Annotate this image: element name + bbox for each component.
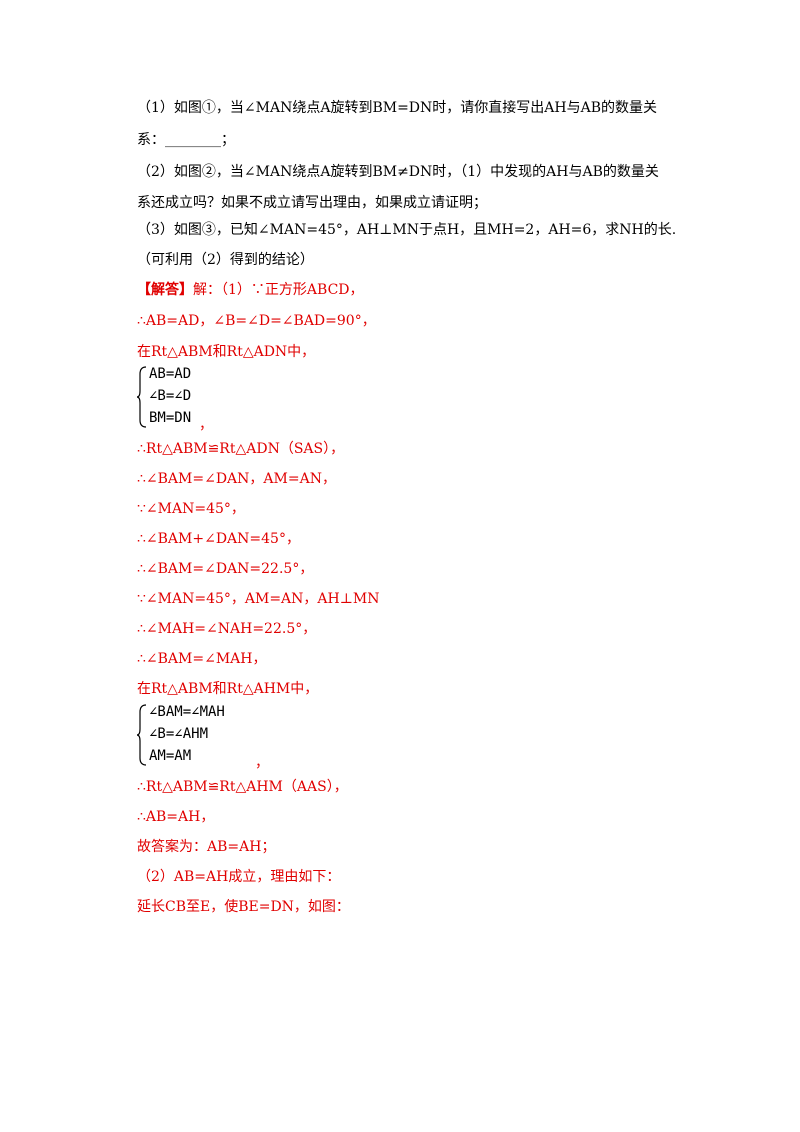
equation-system-2: ∠BAM=∠MAH ∠B=∠AHM AM=AM ，: [137, 704, 297, 771]
solution-line-15: 故答案为：AB=AH；: [137, 839, 276, 855]
solution-line-6: ∵∠MAN=45°，: [137, 501, 245, 517]
solution-line-14: ∴AB=AH，: [137, 809, 215, 825]
solution-line-3: 在Rt△ABM和Rt△ADN中，: [137, 344, 316, 360]
solution-line-11: ∴∠BAM=∠MAH，: [137, 651, 267, 667]
question-2-line-2: 系还成立吗？如果不成立请写出理由，如果成立请证明；: [137, 195, 487, 211]
system-1-row-1: AB=AD: [149, 366, 192, 382]
solution-line-5: ∴∠BAM=∠DAN，AM=AN，: [137, 471, 336, 487]
solution-line-12: 在Rt△ABM和Rt△AHM中，: [137, 681, 319, 697]
system-2-tail: ，: [255, 755, 269, 771]
system-2-row-1: ∠BAM=∠MAH: [149, 704, 225, 720]
solution-line-4: ∴Rt△ABM≌Rt△ADN（SAS），: [137, 441, 345, 457]
solution-header: 【解答】: [137, 282, 193, 298]
system-2-row-2: ∠B=∠AHM: [149, 726, 209, 742]
solution-line-10: ∴∠MAH=∠NAH=22.5°，: [137, 621, 317, 637]
solution-line-8: ∴∠BAM=∠DAN=22.5°，: [137, 561, 314, 577]
solution-line-7: ∴∠BAM+∠DAN=45°，: [137, 531, 300, 547]
question-1-line-2: 系：________；: [137, 132, 235, 148]
question-3-line-1: （3）如图③，已知∠MAN=45°，AH⊥MN于点H，且MH=2，AH=6，求N…: [137, 222, 677, 238]
question-3-line-2: （可利用（2）得到的结论）: [137, 252, 314, 268]
solution-line-2: ∴AB=AD，∠B=∠D=∠BAD=90°，: [137, 313, 376, 329]
equation-system-1: AB=AD ∠B=∠D BM=DN ，: [137, 366, 277, 433]
solution-line-1-text: 解：（1）∵正方形ABCD，: [193, 282, 364, 298]
solution-line-13: ∴Rt△ABM≌Rt△AHM（AAS），: [137, 779, 348, 795]
system-2-row-3: AM=AM: [149, 748, 192, 764]
solution-line-1: 【解答】解：（1）∵正方形ABCD，: [137, 280, 364, 300]
left-brace-icon: [137, 704, 147, 766]
system-1-tail: ，: [199, 417, 213, 433]
system-1-row-2: ∠B=∠D: [149, 388, 192, 404]
solution-line-9: ∵∠MAN=45°，AM=AN，AH⊥MN: [137, 591, 380, 607]
solution-line-17: 延长CB至E，使BE=DN，如图：: [137, 899, 350, 915]
question-2-line-1: （2）如图②，当∠MAN绕点A旋转到BM≠DN时，（1）中发现的AH与AB的数量…: [137, 164, 659, 180]
system-1-row-3: BM=DN: [149, 410, 192, 426]
question-1-line-1: （1）如图①，当∠MAN绕点A旋转到BM=DN时，请你直接写出AH与AB的数量关: [137, 100, 657, 116]
solution-line-16: （2）AB=AH成立，理由如下：: [137, 869, 341, 885]
left-brace-icon: [137, 366, 147, 428]
